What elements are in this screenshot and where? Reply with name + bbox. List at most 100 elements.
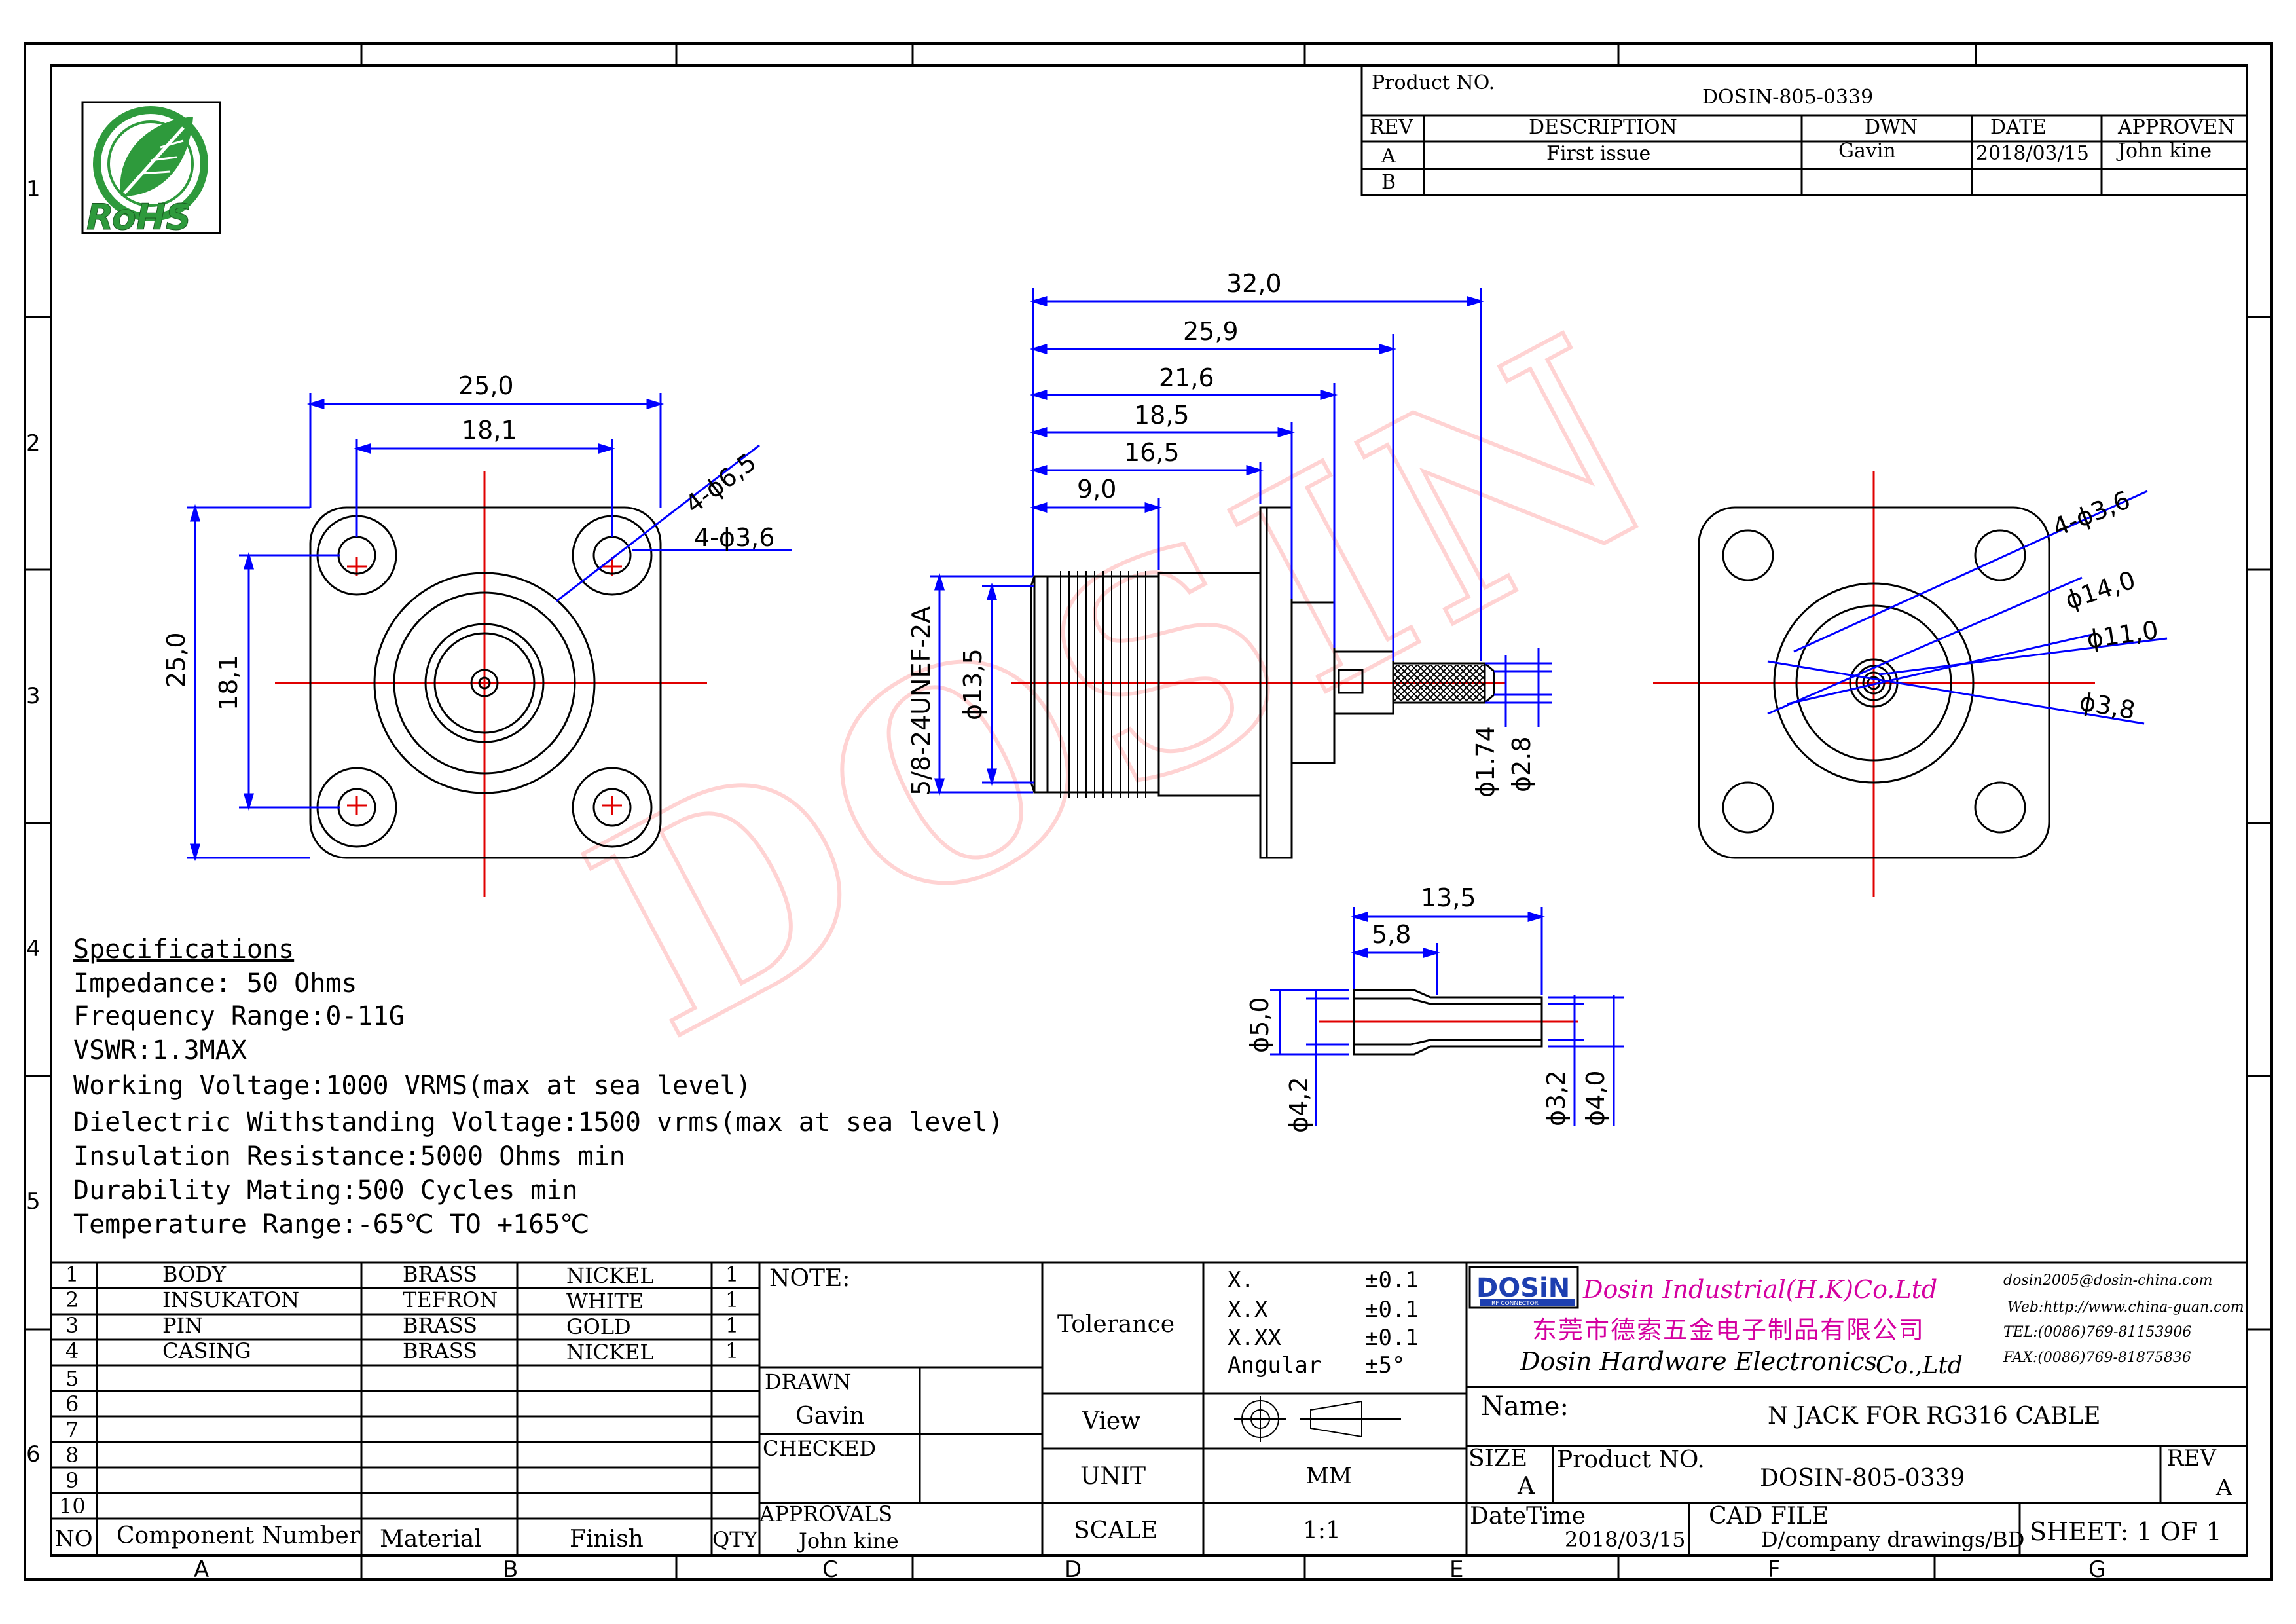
dim-ferrule-32: ϕ3,2	[1542, 1070, 1571, 1127]
tolerance-xxx-value: ±0.1	[1365, 1325, 1419, 1351]
front-view	[187, 393, 792, 897]
dim-ferrule-42: ϕ4,2	[1285, 1077, 1313, 1134]
bom-row-4-qty: 1	[725, 1338, 739, 1363]
cad-label: CAD FILE	[1709, 1503, 1829, 1530]
spec-durability: Durability Mating:500 Cycles min	[73, 1175, 578, 1206]
bom-row-5-no: 5	[65, 1366, 79, 1391]
dim-front-outer: 25,0	[458, 371, 514, 400]
bom-row-4-material: BRASS	[403, 1338, 477, 1363]
rear-dimensions	[1767, 490, 2168, 725]
dim-ferrule-58: 5,8	[1372, 920, 1412, 949]
unit-label: UNIT	[1080, 1463, 1146, 1490]
rev-header-approven: APPROVEN	[2118, 116, 2235, 139]
zone-label-1: 1	[26, 176, 41, 202]
bom-row-3-no: 3	[65, 1313, 79, 1338]
side-view	[930, 288, 1552, 859]
zone-label-g: G	[2088, 1557, 2106, 1583]
dim-side-thread: 5/8-24UNEF-2A	[907, 606, 936, 796]
dim-side-185: 18,5	[1134, 401, 1190, 430]
view-label: View	[1082, 1408, 1140, 1435]
tolerance-angular-value: ±5°	[1365, 1352, 1406, 1378]
bom-row-1-material: BRASS	[403, 1262, 477, 1287]
bom-row-3-component: PIN	[162, 1313, 204, 1338]
rev-row-a-description: First issue	[1546, 142, 1651, 165]
bom-row-1-component: BODY	[162, 1262, 227, 1287]
dim-front-inner-v: 18,1	[214, 655, 243, 710]
company-fax: FAX:(0086)769-81875836	[2003, 1350, 2191, 1366]
zone-label-5: 5	[26, 1189, 41, 1215]
rev-row-a-dwn: Gavin	[1838, 139, 1896, 162]
bom-row-9-no: 9	[65, 1468, 79, 1493]
dim-ferrule-135: 13,5	[1421, 883, 1476, 912]
spec-temperature: Temperature Range:-65℃ TO +165℃	[73, 1209, 590, 1240]
rev-value: A	[2216, 1475, 2232, 1501]
bom-row-1-qty: 1	[725, 1262, 739, 1287]
rev-product-no: DOSIN-805-0339	[1702, 86, 1874, 109]
sheet-value: SHEET: 1 OF 1	[2030, 1517, 2222, 1546]
dim-ferrule-40: ϕ4,0	[1581, 1070, 1610, 1127]
revision-block-grid	[1360, 64, 2248, 196]
scale-value: 1:1	[1303, 1517, 1341, 1544]
approvals-value: John kine	[799, 1528, 899, 1553]
dim-side-32: 32,0	[1226, 269, 1282, 298]
part-name: N JACK FOR RG316 CABLE	[1768, 1403, 2101, 1430]
title-block-grid	[50, 1261, 2248, 1557]
dim-side-90: 9,0	[1077, 475, 1117, 504]
ferrule-outline	[1353, 989, 1543, 1056]
front-outline	[309, 506, 662, 859]
specifications-title: Specifications	[73, 934, 295, 965]
bom-row-3-qty: 1	[725, 1313, 739, 1338]
drawn-value: Gavin	[795, 1403, 865, 1430]
size-label: SIZE	[1468, 1445, 1528, 1472]
bom-row-4-component: CASING	[162, 1338, 251, 1363]
zone-label-6: 6	[26, 1441, 41, 1467]
rear-view	[1653, 471, 2168, 897]
bom-row-6-no: 6	[65, 1392, 79, 1416]
rev-header-rev: REV	[1370, 116, 1413, 139]
bom-row-4-finish: NICKEL	[566, 1340, 654, 1365]
bom-header-finish: Finish	[570, 1526, 644, 1553]
title-product-no-label: Product NO.	[1557, 1447, 1705, 1473]
spec-frequency: Frequency Range:0-11G	[73, 1001, 405, 1031]
size-value: A	[1518, 1473, 1535, 1500]
rev-header-date: DATE	[1990, 116, 2047, 139]
bom-row-2-material: TEFRON	[403, 1287, 498, 1312]
spec-dielectric: Dielectric Withstanding Voltage:1500 vrm…	[73, 1107, 1004, 1137]
dosin-logo-subtext: RF CONNECTOR	[1491, 1301, 1539, 1307]
bom-header-qty: QTY	[712, 1527, 757, 1552]
ferrule-view	[1270, 907, 1624, 1126]
datetime-value: 2018/03/15	[1565, 1527, 1686, 1552]
company-tel: TEL:(0086)769-81153906	[2003, 1324, 2192, 1340]
dosin-logo-text: DOSiN	[1476, 1273, 1570, 1303]
bom-header-component: Component Number	[117, 1522, 361, 1549]
dim-front-holes-small: 4-ϕ3,6	[694, 523, 775, 552]
spec-working-voltage: Working Voltage:1000 VRMS(max at sea lev…	[73, 1071, 752, 1101]
name-label: Name:	[1481, 1392, 1569, 1422]
tolerance-x-label: X.	[1228, 1267, 1254, 1293]
side-dimensions	[930, 288, 1552, 796]
bom-row-10-no: 10	[59, 1494, 86, 1519]
spec-insulation: Insulation Resistance:5000 Ohms min	[73, 1141, 625, 1172]
zone-label-c: C	[822, 1557, 838, 1583]
zone-label-2: 2	[26, 430, 41, 456]
rohs-text: RoHS	[86, 196, 191, 238]
rev-product-no-label: Product NO.	[1372, 71, 1495, 94]
tolerance-label: Tolerance	[1057, 1311, 1175, 1338]
knurl	[1394, 665, 1484, 701]
company-name-2: Dosin Hardware Electronics	[1520, 1347, 1878, 1376]
tolerance-xxx-label: X.XX	[1228, 1325, 1281, 1351]
scale-label: SCALE	[1074, 1517, 1158, 1544]
checked-label: CHECKED	[763, 1436, 877, 1461]
tolerance-xx-value: ±0.1	[1365, 1297, 1419, 1323]
zone-label-e: E	[1449, 1557, 1464, 1583]
dim-front-outer-v: 25,0	[162, 632, 191, 688]
projection-symbol-icon	[1234, 1396, 1401, 1442]
front-centerlines	[275, 471, 707, 897]
bom-row-2-qty: 1	[725, 1287, 739, 1312]
ferrule-dimensions	[1270, 907, 1624, 1126]
zone-label-d: D	[1065, 1557, 1082, 1583]
bom-row-2-no: 2	[65, 1287, 79, 1312]
company-name-2-suffix: Co.,Ltd	[1876, 1352, 1963, 1379]
rev-label: REV	[2167, 1445, 2216, 1471]
